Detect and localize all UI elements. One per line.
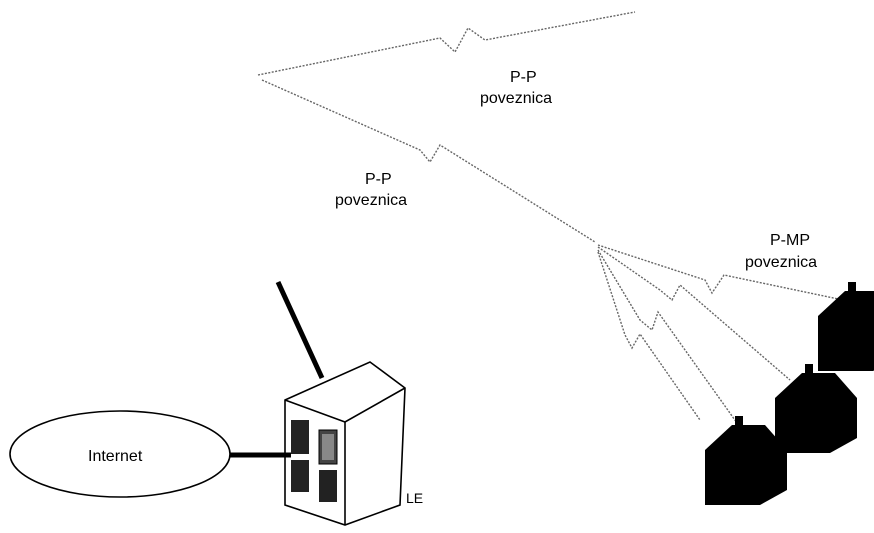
internet-label: Internet	[88, 448, 143, 465]
tower-left-icon	[216, 89, 300, 290]
tower-top-right-icon	[600, 14, 672, 190]
pmp-label-line1: P-MP	[770, 232, 810, 249]
pmp-link-1	[597, 244, 844, 301]
exchange-cabinet-icon	[284, 361, 406, 526]
house-icon	[705, 416, 787, 505]
pmp-link-4	[597, 251, 701, 421]
pp-left-label-line1: P-P	[365, 171, 392, 188]
pp-left-label-line2: poveznica	[335, 192, 407, 209]
pp-link-top	[257, 11, 636, 76]
pmp-label-line2: poveznica	[745, 254, 817, 271]
pmp-link-2	[597, 246, 791, 381]
exchange-label: LE	[406, 490, 423, 506]
radio-links	[257, 11, 844, 431]
pp-top-label-line2: poveznica	[480, 90, 552, 107]
wired-link	[275, 280, 325, 380]
pmp-link-3	[597, 249, 743, 431]
pp-top-label-line1: P-P	[510, 69, 537, 86]
house-icon	[818, 282, 874, 371]
